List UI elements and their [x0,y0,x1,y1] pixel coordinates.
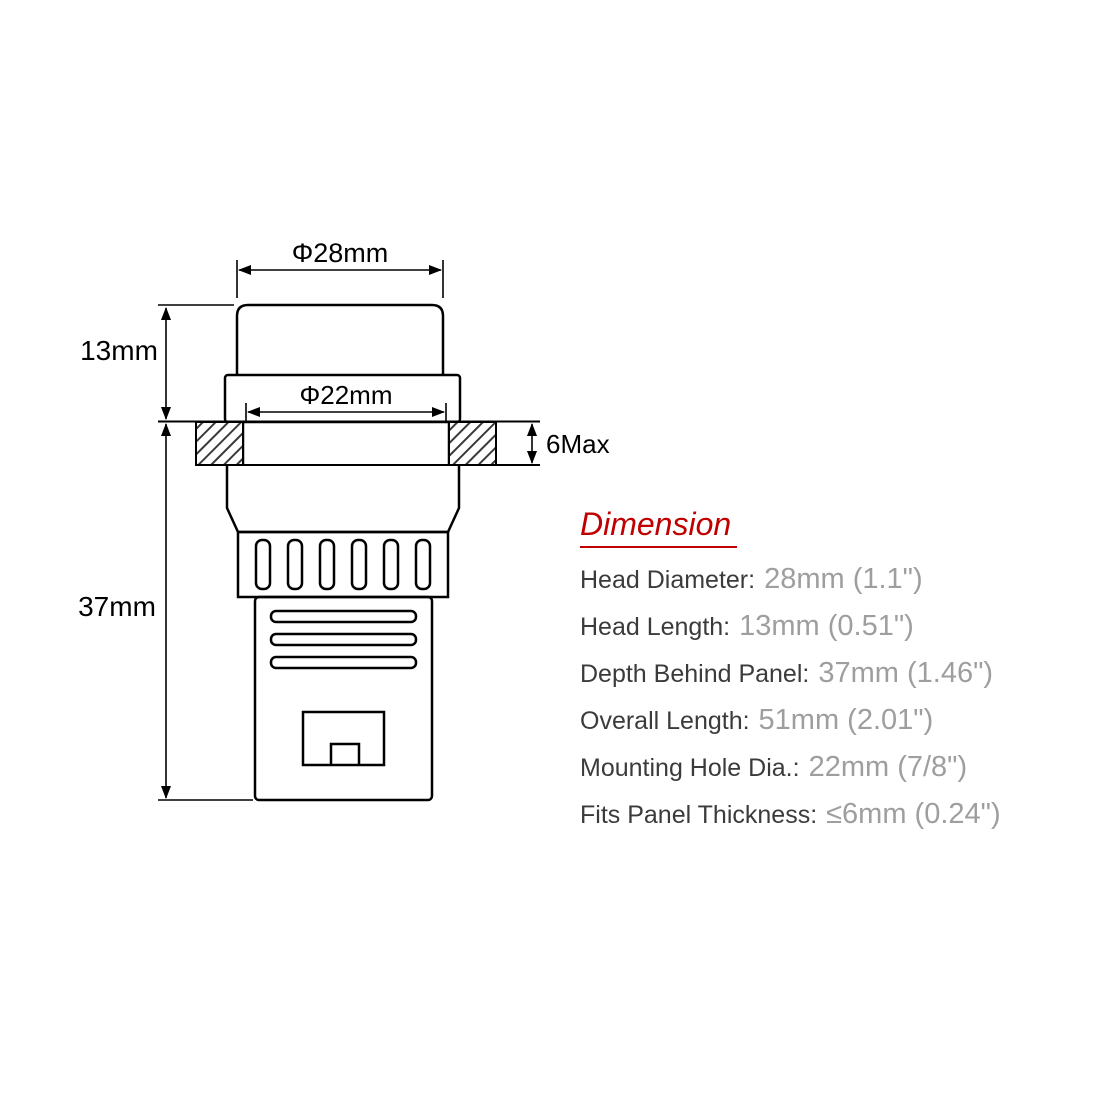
rib-slot-5 [382,538,400,591]
dimension-specs: Dimension Head Diameter: 28mm (1.1") Head… [580,506,1080,840]
specs-title: Dimension [580,506,738,548]
dim-label-head-length: 13mm [80,335,158,366]
panel-hatch-right [448,421,497,466]
indicator-body-outline [223,303,462,802]
dim-label-mounting-hole: Φ22mm [300,380,393,410]
mounting-panel [195,421,497,466]
terminal-cutout [301,710,386,767]
spec-label: Head Length: [580,613,731,641]
spec-value: 28mm (1.1") [764,563,923,595]
spec-value: 22mm (7/8") [808,751,968,783]
panel-hatch-left [195,421,244,466]
dim-label-head-diameter: Φ28mm [292,238,389,268]
spec-value: 51mm (2.01") [758,704,934,736]
collar-shape [225,465,461,534]
terminal-notch [329,742,361,765]
spec-label: Mounting Hole Dia.: [580,754,800,782]
dim-label-panel-thickness: 6Max [546,429,610,459]
spec-label: Fits Panel Thickness: [580,801,818,829]
dimension-lines [158,260,540,801]
spec-value: 13mm (0.51") [739,610,914,642]
rib-slot-6 [414,538,432,591]
lower-housing [253,595,434,802]
head-cap-shape [235,303,445,375]
rib-slot-1 [254,538,272,591]
spec-label: Head Diameter: [580,566,756,594]
spec-row-head-length: Head Length: 13mm (0.51") [580,605,1080,652]
rib-slot-3 [318,538,336,591]
spec-row-panel-thickness: Fits Panel Thickness: ≤6mm (0.24") [580,793,1080,840]
rib-slot-4 [350,538,368,591]
vent-slot-1 [269,609,418,624]
dim-label-depth: 37mm [78,591,156,622]
spec-row-mounting-hole: Mounting Hole Dia.: 22mm (7/8") [580,746,1080,793]
vent-slot-3 [269,655,418,670]
spec-row-depth-behind-panel: Depth Behind Panel: 37mm (1.46") [580,652,1080,699]
spec-label: Depth Behind Panel: [580,660,810,688]
spec-value: 37mm (1.46") [818,657,994,689]
vent-slot-2 [269,632,418,647]
spec-value: ≤6mm (0.24") [826,798,1001,830]
spec-row-head-diameter: Head Diameter: 28mm (1.1") [580,558,1080,605]
rib-slot-2 [286,538,304,591]
spec-row-overall-length: Overall Length: 51mm (2.01") [580,699,1080,746]
spec-label: Overall Length: [580,707,750,735]
